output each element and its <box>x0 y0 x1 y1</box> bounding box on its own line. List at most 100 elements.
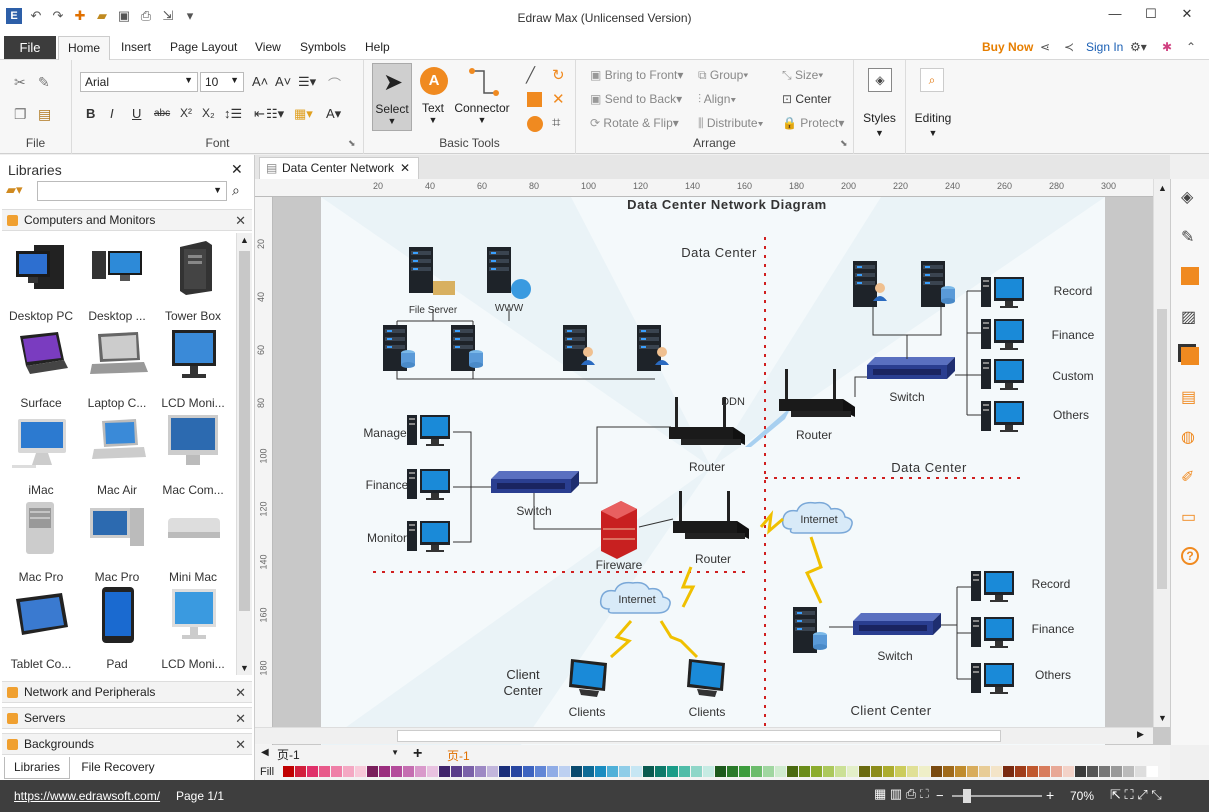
pc-custom[interactable] <box>981 359 1024 390</box>
close-section-icon[interactable]: ✕ <box>235 737 246 752</box>
color-swatch[interactable] <box>991 766 1002 777</box>
color-swatch[interactable] <box>283 766 294 777</box>
color-swatch[interactable] <box>1003 766 1014 777</box>
comment-icon[interactable]: ▭ <box>1181 509 1197 526</box>
pc-others-2[interactable] <box>971 663 1014 694</box>
shrink-font-icon[interactable]: A˅ <box>275 74 292 89</box>
print-icon[interactable]: ⎙ <box>140 8 152 23</box>
pc-record-2[interactable] <box>971 571 1014 602</box>
fit-page-icons[interactable]: ⇱ ⛶ ⤢ ⤡ <box>1110 787 1162 802</box>
color-swatch[interactable] <box>775 766 786 777</box>
group-styles[interactable]: ◈ Styles ▼ <box>854 60 906 154</box>
color-swatch[interactable] <box>751 766 762 777</box>
canvas-horizontal-scrollbar[interactable]: ▶ <box>255 727 1153 744</box>
library-search-input[interactable]: ▼ <box>37 181 227 201</box>
library-scroll-thumb[interactable] <box>239 251 250 611</box>
color-swatch[interactable] <box>439 766 450 777</box>
color-swatch[interactable] <box>607 766 618 777</box>
close-button[interactable]: ✕ <box>1181 6 1193 21</box>
center-button[interactable]: ⊡ Center <box>782 92 832 106</box>
text-tool-button[interactable]: A Text ▼ <box>416 65 450 131</box>
view-icons[interactable]: ▦ ▥ ⎙ ⛶ <box>874 786 929 801</box>
color-swatch[interactable] <box>823 766 834 777</box>
color-swatch[interactable] <box>847 766 858 777</box>
canvas-vertical-scrollbar[interactable]: ▲ ▼ <box>1153 179 1170 727</box>
add-page-icon[interactable]: + <box>413 745 423 762</box>
minimize-button[interactable]: — <box>1108 6 1122 21</box>
tab-libraries[interactable]: Libraries <box>4 757 70 779</box>
line-spacing-icon[interactable]: ↕☰ <box>224 106 243 121</box>
color-swatch[interactable] <box>703 766 714 777</box>
library-section-servers[interactable]: Servers✕ <box>2 707 252 729</box>
text-align-icon[interactable]: ☰▾ <box>298 74 317 89</box>
color-swatch[interactable] <box>499 766 510 777</box>
zoom-slider-thumb[interactable] <box>963 789 971 803</box>
color-swatch[interactable] <box>1015 766 1026 777</box>
format-painter-icon[interactable]: ✎ <box>38 74 50 90</box>
color-swatch[interactable] <box>883 766 894 777</box>
pc-others-1[interactable] <box>981 401 1024 432</box>
color-swatch[interactable] <box>619 766 630 777</box>
document-edit-icon[interactable]: ✐ <box>1181 469 1195 486</box>
color-swatch[interactable] <box>919 766 930 777</box>
color-swatch[interactable] <box>931 766 942 777</box>
color-swatch[interactable] <box>1063 766 1074 777</box>
library-section-backgrounds[interactable]: Backgrounds✕ <box>2 733 252 755</box>
pc-finance-2[interactable] <box>971 617 1014 648</box>
align-button[interactable]: ⫶ Align▾ <box>698 92 737 106</box>
menu-help[interactable]: Help <box>365 40 390 54</box>
switch-left[interactable] <box>491 471 579 493</box>
color-swatch[interactable] <box>415 766 426 777</box>
color-swatch[interactable] <box>859 766 870 777</box>
size-button[interactable]: ⤡ Size▾ <box>782 68 824 82</box>
library-section-computers[interactable]: Computers and Monitors✕ <box>2 209 252 231</box>
page-select[interactable]: 页-1▼ <box>277 748 399 762</box>
arc-tool-icon[interactable]: ↻ <box>552 67 565 84</box>
switch-bottom[interactable] <box>853 613 941 635</box>
rectangle-tool-icon[interactable] <box>527 92 542 107</box>
drawing-page[interactable]: Data Center Network Diagram Data Center … <box>321 197 1105 745</box>
color-swatch[interactable] <box>907 766 918 777</box>
send-to-back-button[interactable]: ▣ Send to Back▾ <box>590 92 683 106</box>
text-direction-icon[interactable]: ⇤ <box>254 106 265 121</box>
color-swatch[interactable] <box>427 766 438 777</box>
color-swatch[interactable] <box>799 766 810 777</box>
color-swatch[interactable] <box>1051 766 1062 777</box>
library-scrollbar[interactable]: ▲ ▼ <box>236 233 252 675</box>
close-libraries-icon[interactable]: ✕ <box>231 161 243 177</box>
color-swatch[interactable] <box>535 766 546 777</box>
color-swatch[interactable] <box>1099 766 1110 777</box>
color-swatch[interactable] <box>679 766 690 777</box>
color-swatch[interactable] <box>943 766 954 777</box>
new-icon[interactable]: ✚ <box>74 8 86 23</box>
italic-icon[interactable]: I <box>110 106 114 121</box>
color-swatch[interactable] <box>319 766 330 777</box>
color-swatch[interactable] <box>403 766 414 777</box>
color-swatch[interactable] <box>715 766 726 777</box>
tab-file-recovery[interactable]: File Recovery <box>81 760 155 774</box>
color-swatch[interactable] <box>1135 766 1146 777</box>
crop-tool-icon[interactable]: ⌗ <box>552 114 561 131</box>
protect-button[interactable]: 🔒 Protect▾ <box>782 116 845 130</box>
canvas-hscroll-thumb[interactable] <box>397 730 1001 742</box>
shape-mac-pro[interactable]: Mac Pro <box>3 498 79 584</box>
client-laptop-2[interactable] <box>687 659 725 697</box>
shape-imac[interactable]: iMac <box>3 411 79 497</box>
shape-surface[interactable]: Surface <box>3 324 79 410</box>
color-swatch[interactable] <box>1039 766 1050 777</box>
image-icon[interactable]: ▨ <box>1181 309 1197 326</box>
fill-bucket-icon[interactable]: ◈ <box>1181 189 1194 206</box>
shape-lcd-monitor-2[interactable]: LCD Moni... <box>155 585 231 671</box>
color-swatch[interactable] <box>739 766 750 777</box>
undo-icon[interactable]: ↶ <box>30 8 42 23</box>
zoom-in-icon[interactable]: + <box>1046 787 1055 803</box>
shape-mac-air[interactable]: Mac Air <box>79 411 155 497</box>
group-button[interactable]: ⧉ Group▾ <box>698 68 749 82</box>
zoom-slider[interactable] <box>952 795 1042 797</box>
color-swatch[interactable] <box>667 766 678 777</box>
underline-icon[interactable]: U <box>132 106 142 121</box>
color-swatch[interactable] <box>1075 766 1086 777</box>
font-color-icon[interactable]: A▾ <box>326 106 342 121</box>
library-section-network[interactable]: Network and Peripherals✕ <box>2 681 252 703</box>
pc-manager[interactable] <box>407 415 450 446</box>
